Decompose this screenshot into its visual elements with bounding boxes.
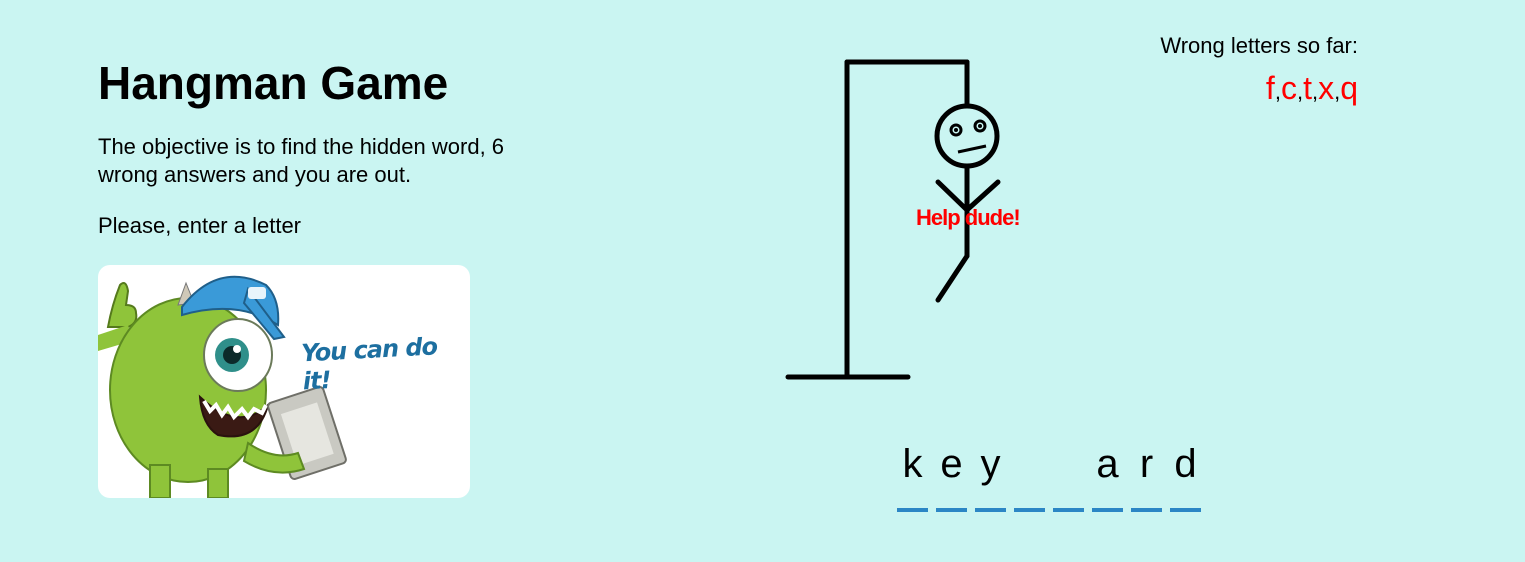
slot-underline: [1131, 508, 1162, 512]
page-title: Hangman Game: [98, 57, 449, 109]
slot-underline: [975, 508, 1006, 512]
wrong-letter: x: [1318, 70, 1335, 106]
objective-text: The objective is to find the hidden word…: [98, 134, 505, 187]
slot-underline: [1170, 508, 1201, 512]
letter-slot: e: [936, 440, 967, 512]
slot-underline: [936, 508, 967, 512]
slot-letter: y: [980, 442, 1001, 486]
slot-underline: [1014, 508, 1045, 512]
hangman-drawing-icon: [785, 59, 1001, 380]
mascot-card: You can do it!: [98, 265, 470, 498]
wrong-letter: f: [1265, 70, 1275, 106]
wrong-letter: q: [1340, 70, 1358, 106]
wrong-letters-list: f,c,t,x,q: [1265, 70, 1358, 106]
letter-slot: r: [1131, 440, 1162, 512]
mascot-illustration-icon: [98, 275, 347, 498]
slot-letter: [1053, 440, 1084, 488]
enter-letter-prompt: Please, enter a letter: [98, 213, 302, 238]
slot-letter: d: [1174, 442, 1197, 486]
letter-slot: k: [897, 440, 928, 512]
letter-slot: [1014, 440, 1045, 512]
hidden-word: k e y a r d: [897, 440, 1201, 512]
wrong-letters-label: Wrong letters so far:: [1160, 33, 1358, 58]
slot-letter: k: [902, 442, 923, 486]
letter-slot: a: [1092, 440, 1123, 512]
letter-slot: y: [975, 440, 1006, 512]
slot-underline: [1053, 508, 1084, 512]
slot-letter: a: [1096, 442, 1119, 486]
slot-underline: [1092, 508, 1123, 512]
letter-slot: d: [1170, 440, 1201, 512]
wrong-letter: t: [1303, 70, 1312, 106]
slot-underline: [897, 508, 928, 512]
slot-letter: e: [940, 442, 963, 486]
slot-letter: [1014, 440, 1045, 488]
card-caption: You can do it!: [300, 332, 438, 396]
slot-letter: r: [1139, 442, 1154, 486]
help-speech: Help dude!: [916, 205, 1021, 230]
wrong-letter: c: [1280, 70, 1297, 106]
letter-slot: [1053, 440, 1084, 512]
